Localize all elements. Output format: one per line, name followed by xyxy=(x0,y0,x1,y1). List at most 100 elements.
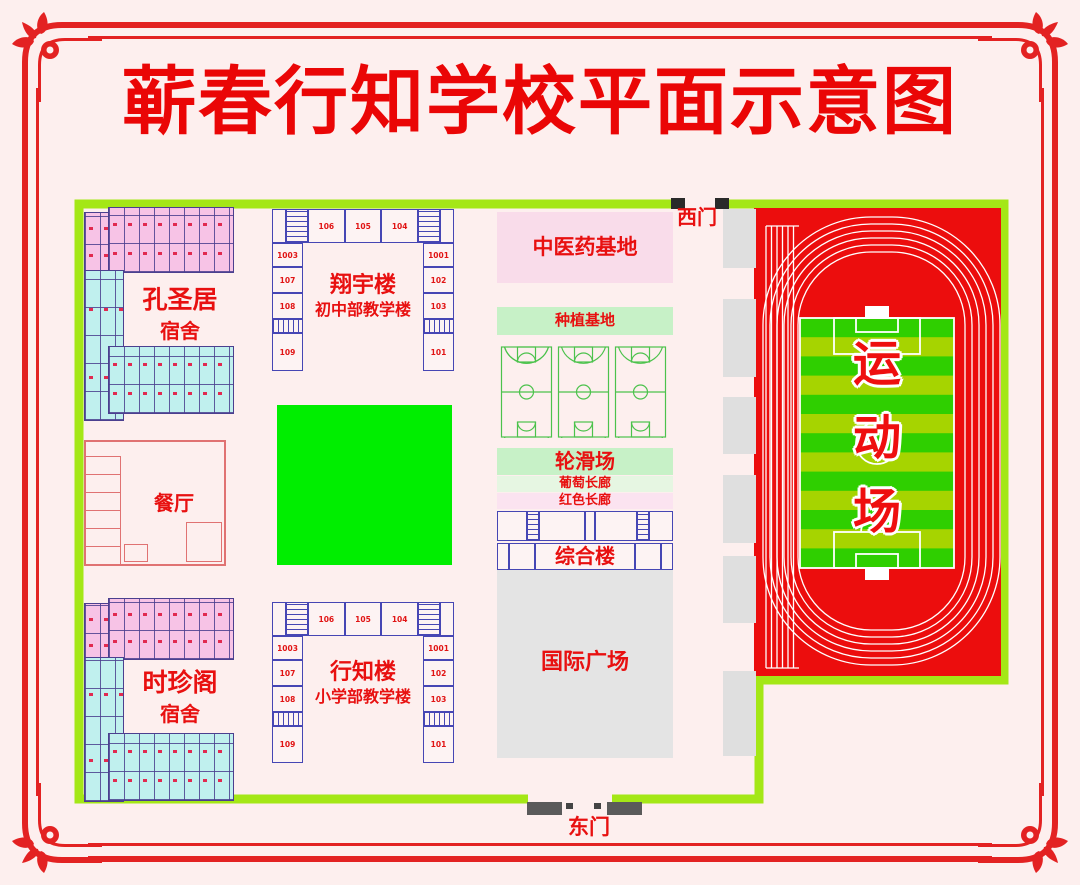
basketball-courts xyxy=(500,346,667,438)
page-title: 蕲春行知学校平面示意图 xyxy=(122,59,958,145)
xingzhi-left-wing: 1003 107 108 109 xyxy=(272,636,303,763)
room: 1003 xyxy=(272,636,303,660)
service-block xyxy=(723,209,756,268)
frame-inner-right xyxy=(1041,88,1044,796)
canteen-room xyxy=(124,544,148,562)
building-type: 宿舍 xyxy=(160,319,200,343)
room: 103 xyxy=(423,686,454,712)
room: 1001 xyxy=(423,636,454,660)
sports-char: 运 xyxy=(853,336,902,392)
room: 107 xyxy=(272,660,303,686)
red-corridor: 红色长廊 xyxy=(497,493,673,509)
room: 102 xyxy=(423,660,454,686)
red-corridor-label: 红色长廊 xyxy=(558,492,611,508)
dorm-wing xyxy=(108,733,234,801)
roller-rink-label: 轮滑场 xyxy=(555,449,615,473)
room: 109 xyxy=(272,333,303,371)
football-pitch xyxy=(799,306,955,580)
frame-outer-bottom xyxy=(88,856,992,862)
planting-base-label: 种植基地 xyxy=(554,311,615,330)
xingzhi-top-bar: 106 105 104 xyxy=(272,602,455,636)
basketball-court-icon xyxy=(557,346,610,438)
west-gate-label: 西门 xyxy=(677,205,717,229)
dorm-wing xyxy=(108,346,234,414)
planting-base: 种植基地 xyxy=(497,307,673,335)
building-type: 宿舍 xyxy=(160,702,200,726)
room: 106 xyxy=(308,209,345,243)
building-shizhenge: 时珍阁 宿舍 xyxy=(84,597,234,803)
campus-boundary xyxy=(74,199,1009,804)
building-xiangyu: 106 105 104 1003 107 108 109 1001 102 10… xyxy=(272,209,455,371)
room: 101 xyxy=(423,333,454,371)
frame-outer-left xyxy=(22,88,28,796)
room: 105 xyxy=(344,602,382,636)
xiangyu-left-wing: 1003 107 108 109 xyxy=(272,243,303,371)
basketball-court-icon xyxy=(614,346,667,438)
frame-inner-bottom xyxy=(88,843,992,846)
corridor-rooms-building xyxy=(497,511,673,541)
building-type: 初中部教学楼 xyxy=(314,300,411,319)
canteen-room xyxy=(186,522,222,562)
xingzhi-right-wing: 1001 102 103 101 xyxy=(423,636,454,763)
building-name: 时珍阁 xyxy=(142,668,218,697)
sports-field-label: 运 动 场 xyxy=(853,340,901,536)
service-block xyxy=(723,299,756,377)
room: 1001 xyxy=(423,243,454,267)
canteen-rooms xyxy=(86,456,121,564)
frame-inner-top xyxy=(88,36,992,39)
east-gate xyxy=(527,793,642,815)
room: 102 xyxy=(423,267,454,293)
room: 106 xyxy=(308,602,345,636)
room: 104 xyxy=(381,209,419,243)
basketball-court-icon xyxy=(500,346,553,438)
service-block xyxy=(723,556,756,623)
room: 108 xyxy=(272,686,303,712)
grape-corridor: 葡萄长廊 xyxy=(497,476,673,492)
building-canteen: 餐厅 xyxy=(84,440,226,566)
room: 1003 xyxy=(272,243,303,267)
frame-outer-right xyxy=(1052,88,1058,796)
corner-ornament-icon xyxy=(12,783,102,873)
building-complex: 综合楼 xyxy=(497,543,673,570)
frame-outer-top xyxy=(88,22,992,28)
service-block xyxy=(723,397,756,454)
room: 109 xyxy=(272,726,303,763)
corner-ornament-icon xyxy=(12,12,102,102)
xiangyu-top-bar: 106 105 104 xyxy=(272,209,455,243)
corner-ornament-icon xyxy=(978,12,1068,102)
room: 108 xyxy=(272,293,303,319)
dorm-wing xyxy=(108,207,234,273)
sports-char: 动 xyxy=(853,410,902,466)
service-block xyxy=(723,671,756,756)
room: 103 xyxy=(423,293,454,319)
building-name: 行知楼 xyxy=(329,660,396,685)
intl-plaza: 国际广场 xyxy=(497,570,673,758)
sports-char: 场 xyxy=(853,484,902,540)
building-xingzhi: 106 105 104 1003 107 108 109 1001 102 10… xyxy=(272,602,455,763)
intl-plaza-label: 国际广场 xyxy=(540,650,629,675)
tcm-base: 中医药基地 xyxy=(497,212,673,283)
corner-ornament-icon xyxy=(978,783,1068,873)
sports-field-graphic xyxy=(754,208,1001,676)
grape-corridor-label: 葡萄长廊 xyxy=(558,475,611,491)
building-kongshengju: 孔圣居 宿舍 xyxy=(84,206,234,421)
dorm-wing xyxy=(108,598,234,660)
room: 101 xyxy=(423,726,454,763)
west-gate xyxy=(671,198,729,210)
central-lawn xyxy=(277,405,452,565)
room: 107 xyxy=(272,267,303,293)
roller-rink: 轮滑场 xyxy=(497,448,673,475)
complex-building-label: 综合楼 xyxy=(555,544,615,568)
tcm-base-label: 中医药基地 xyxy=(532,235,638,260)
building-type: 小学部教学楼 xyxy=(314,687,411,706)
building-name: 翔宇楼 xyxy=(329,273,396,298)
building-name: 孔圣居 xyxy=(142,285,218,314)
service-block xyxy=(723,475,756,543)
frame-inner-left xyxy=(36,88,39,796)
room: 105 xyxy=(344,209,382,243)
xiangyu-right-wing: 1001 102 103 101 xyxy=(423,243,454,371)
building-name: 餐厅 xyxy=(154,491,194,515)
east-gate-label: 东门 xyxy=(568,815,610,839)
